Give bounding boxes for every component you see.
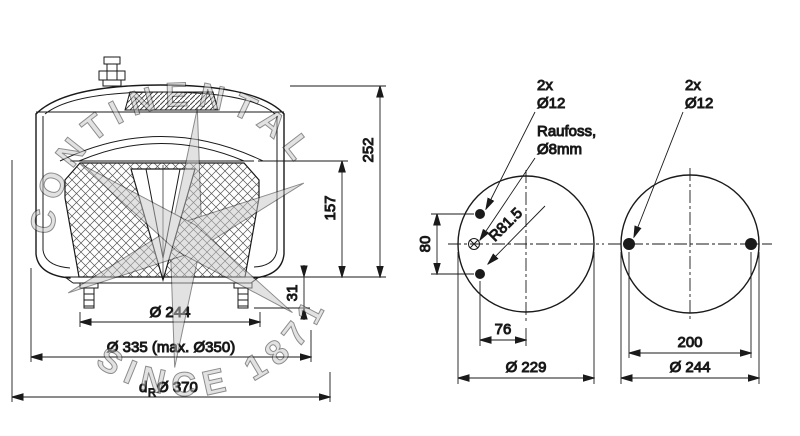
- dim-total-height: 252: [262, 85, 386, 277]
- dim-label-200: 200: [677, 334, 702, 351]
- dim-plate-top-diameter: Ø 244: [620, 252, 759, 384]
- dim-label-dr-prefix: d: [139, 379, 147, 396]
- dim-label-252: 252: [360, 137, 377, 162]
- dim-hole-spacing-200: 200: [628, 252, 751, 358]
- leader-line: [480, 157, 536, 240]
- dim-label-dia-229: Ø 229: [506, 359, 547, 376]
- label-2x: 2x: [685, 77, 701, 94]
- dim-label-dia-335: Ø 335 (max. Ø350): [107, 339, 235, 356]
- leader-line: [634, 111, 684, 237]
- bellows-walls: [35, 113, 285, 279]
- dim-max-diameter: Ø 335 (max. Ø350): [30, 268, 311, 362]
- bolt-hole-bottom: [475, 269, 485, 279]
- label-dia12: Ø12: [685, 95, 713, 112]
- dim-label-dr-subscript: R: [148, 387, 156, 399]
- dim-label-dia-370: Ø 370: [157, 379, 198, 396]
- clamp-plate-hatched: [124, 91, 219, 111]
- dim-hole-spacing-80: 80: [417, 213, 474, 274]
- mounting-stud-left: [79, 282, 99, 309]
- label-holes-piston: 2x Ø12: [486, 77, 566, 209]
- dim-piston-diameter: Ø 229: [457, 252, 594, 384]
- top-view-plate: 2x Ø12 200 Ø 244: [608, 77, 772, 384]
- dim-label-76: 76: [495, 321, 512, 338]
- leader-line: [486, 111, 536, 209]
- label-raufoss-name: Raufoss,: [537, 123, 596, 140]
- raufoss-hole: [468, 238, 480, 250]
- watermark-text-bottom: SINCE 1871: [83, 280, 353, 432]
- watermark-star-icon: [67, 108, 305, 368]
- label-holes-plate: 2x Ø12: [634, 77, 714, 237]
- dim-label-dia-244-plate: Ø 244: [670, 359, 711, 376]
- top-view-piston: 2x Ø12 Raufoss, Ø8mm R81.5 80 76: [417, 77, 604, 384]
- dim-hole-offset-76: 76: [479, 281, 526, 346]
- bottom-plate: [64, 276, 260, 309]
- label-raufoss-dia: Ø8mm: [537, 141, 582, 158]
- dim-label-157: 157: [322, 195, 339, 220]
- bolt-hole-top: [475, 209, 485, 219]
- dim-design-diameter: d R Ø 370: [11, 160, 330, 402]
- label-raufoss: Raufoss, Ø8mm: [480, 123, 597, 240]
- radius-leader-line: [488, 205, 546, 264]
- dim-plate-diameter: Ø 244: [79, 304, 260, 327]
- label-2x: 2x: [537, 77, 553, 94]
- bolt-hole-right: [745, 238, 757, 250]
- mounting-stud-right: [233, 282, 253, 309]
- air-valve: [98, 56, 126, 87]
- svg-text:SINCE 1871: SINCE 1871: [83, 281, 352, 432]
- label-radius: R81.5: [485, 204, 546, 264]
- label-dia12: Ø12: [537, 95, 565, 112]
- dim-label-80: 80: [417, 236, 434, 253]
- dim-piston-height: 157: [258, 160, 348, 277]
- top-plate: [35, 84, 285, 115]
- dim-stud-length: 31: [254, 265, 310, 320]
- dim-label-31: 31: [284, 285, 301, 302]
- dim-label-r81-5: R81.5: [486, 205, 526, 245]
- bolt-hole-left: [623, 238, 635, 250]
